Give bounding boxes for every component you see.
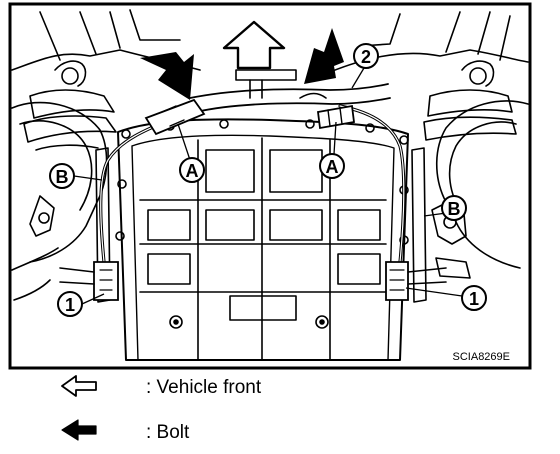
callout-b-left: B [49,163,75,189]
svg-text:1: 1 [469,289,479,309]
figure-code: SCIA8269E [453,351,510,363]
legend-item-bolt: : Bolt [61,419,190,443]
bolt-arrow-icon [140,52,194,100]
left-sensor-harness [59,98,206,301]
legend-item-vehicle-front: : Vehicle front [61,375,262,398]
callout-a-right: A [319,153,345,179]
hollow-arrow-left-icon [61,375,97,397]
solid-arrow-left-icon [61,419,97,441]
svg-text:B: B [448,199,461,219]
callout-b-right: B [441,195,467,221]
callout-1-right: 1 [461,285,487,311]
svg-text:A: A [186,161,199,181]
legend-text-vehicle-front: : Vehicle front [146,377,262,398]
callout-a-left: A [179,157,205,183]
callout-1-left: 1 [57,291,83,317]
vehicle-front-arrow-icon [222,20,286,70]
legend: : Vehicle front : Bolt [61,375,262,443]
bolt-arrow-icon [304,28,344,84]
svg-text:1: 1 [65,295,75,315]
svg-text:B: B [56,167,69,187]
leader-lines [73,67,463,305]
svg-text:A: A [326,157,339,177]
right-sensor-harness [317,104,447,301]
svg-text:2: 2 [361,47,371,67]
legend-text-bolt: : Bolt [146,422,190,443]
callout-2: 2 [353,43,379,69]
